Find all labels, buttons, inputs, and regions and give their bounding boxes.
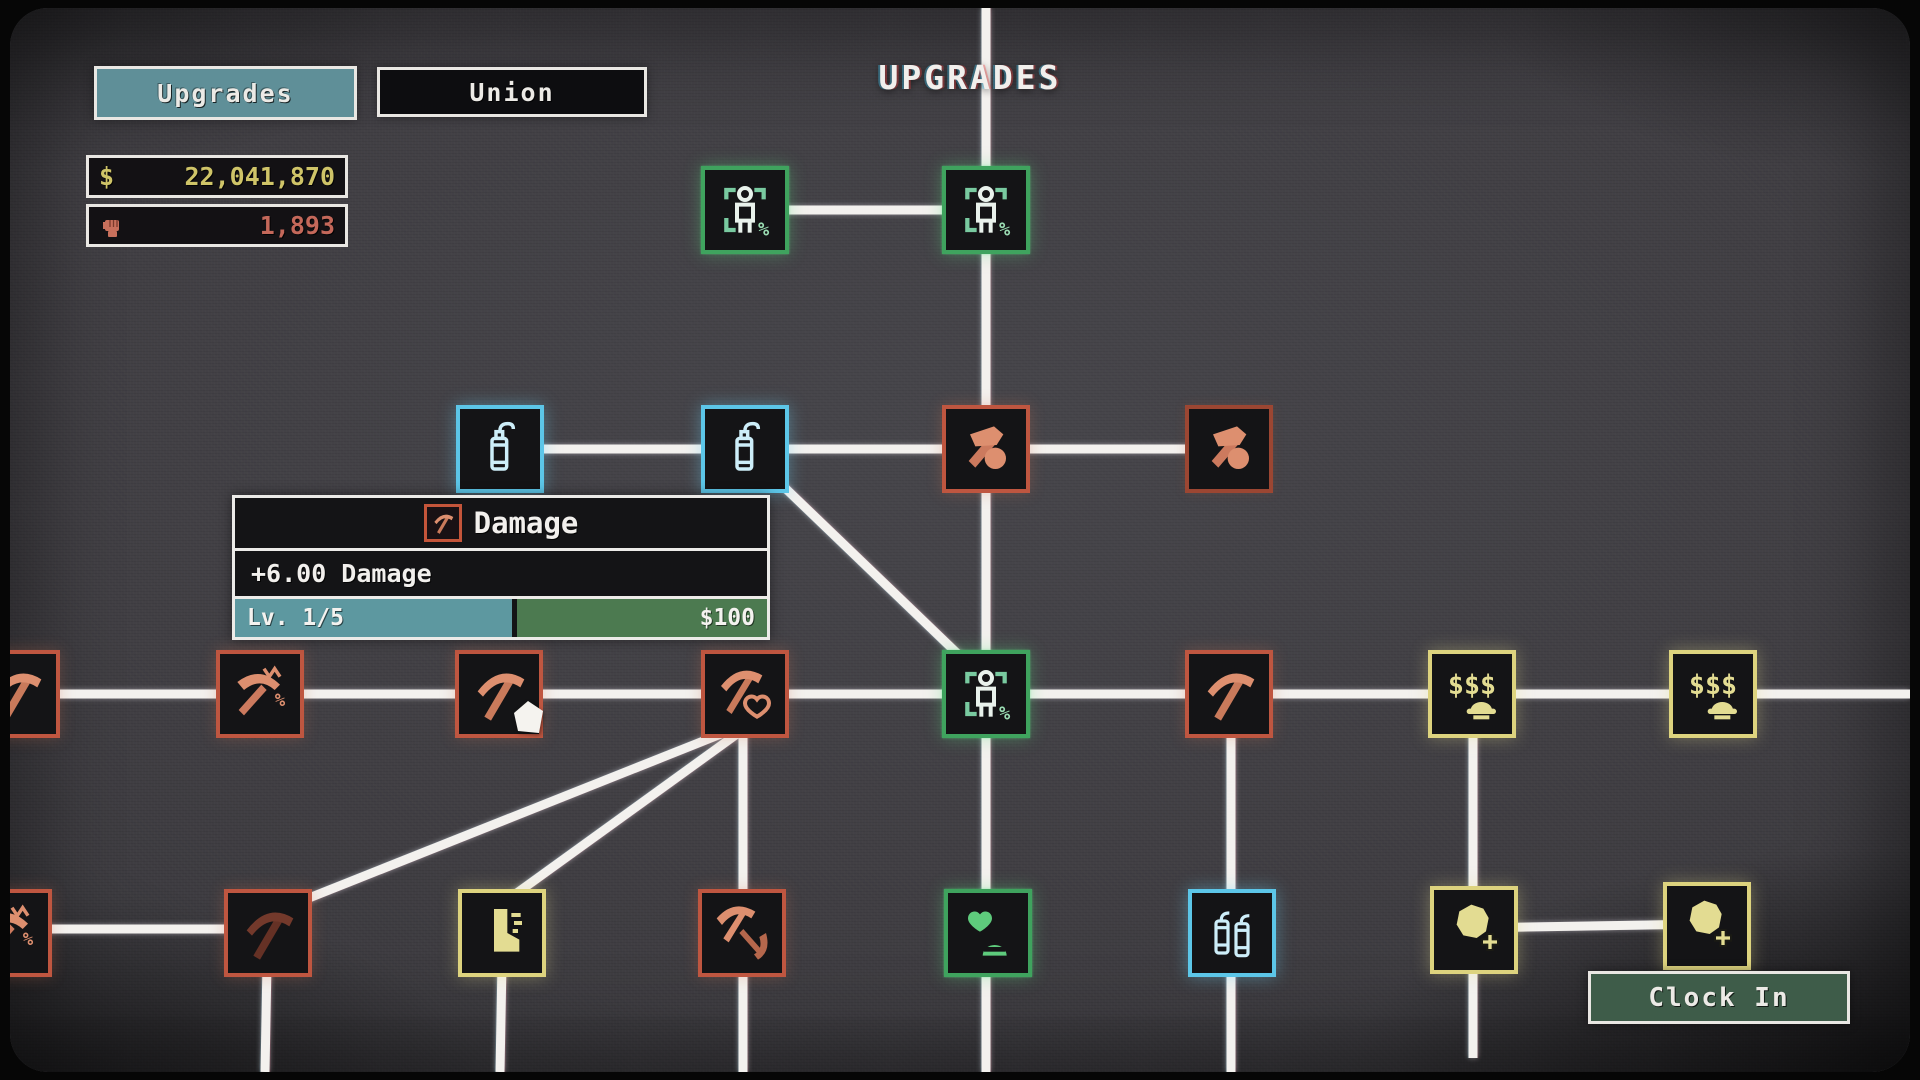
skill-node-crit-pickaxe-edge[interactable] [10, 889, 52, 977]
tooltip-cost: $100 [516, 599, 767, 637]
skill-node-boot-speed[interactable] [458, 889, 546, 977]
tab-upgrades[interactable]: Upgrades [94, 66, 357, 120]
tooltip-title: Damage [473, 506, 579, 540]
double-pickaxe-icon [716, 906, 768, 960]
clock-in-button[interactable]: Clock In [1588, 971, 1850, 1024]
skill-node-double-extinguisher[interactable] [1188, 889, 1276, 977]
heart-pickaxe-icon [719, 668, 771, 719]
upgrade-tooltip: Damage +6.00 Damage Lv. 1/5 $100 [232, 495, 770, 640]
skill-node-nugget-1[interactable] [1430, 886, 1518, 974]
clock-in-label: Clock In [1648, 982, 1790, 1013]
hammer-ball-icon [1211, 426, 1249, 469]
pickaxe-icon [433, 514, 453, 534]
skill-node-extinguisher-1[interactable] [456, 405, 544, 493]
tooltip-progress-bar: Lv. 1/5 $100 [235, 599, 767, 637]
skill-node-crit-pickaxe-1[interactable] [216, 650, 304, 738]
nugget-plus-icon [1688, 899, 1732, 947]
tooltip-effect: +6.00 Damage [235, 551, 767, 596]
tooltip-level: Lv. 1/5 [235, 599, 512, 637]
pickaxe-icon [246, 912, 294, 960]
pickaxe-icon [1207, 673, 1255, 721]
skill-node-workers-hub[interactable] [942, 650, 1030, 738]
worker-icon [713, 178, 777, 242]
page-title: UPGRADES [878, 58, 1062, 97]
skill-node-income-1[interactable] [1428, 650, 1516, 738]
money-value: 22,041,870 [184, 162, 335, 191]
skill-node-workers-top-1[interactable] [701, 166, 789, 254]
dollars-icon [1447, 670, 1497, 720]
boot-icon [494, 909, 522, 952]
worker-icon [954, 178, 1018, 242]
upgrades-screen: % % [10, 8, 1910, 1072]
crit-pickaxe-icon [235, 666, 288, 718]
skill-node-extinguisher-2[interactable] [701, 405, 789, 493]
skill-node-heart-pickaxe[interactable] [701, 650, 789, 738]
skill-node-nugget-2[interactable] [1663, 882, 1751, 970]
tooltip-upgrade-icon-box [423, 504, 462, 542]
money-counter: $ 22,041,870 [86, 155, 348, 198]
skill-node-hammer-2[interactable] [1185, 405, 1273, 493]
tab-union[interactable]: Union [377, 67, 647, 117]
strikes-counter: 1,893 [86, 204, 348, 247]
nugget-plus-icon [1455, 903, 1499, 951]
skill-node-income-2[interactable] [1669, 650, 1757, 738]
skill-node-pickaxe-2[interactable] [1185, 650, 1273, 738]
crit-pickaxe-icon [10, 905, 36, 957]
strikes-value: 1,893 [259, 211, 335, 240]
skill-node-workers-top-2[interactable] [942, 166, 1030, 254]
skill-node-double-pickaxe[interactable] [698, 889, 786, 977]
tab-union-label: Union [469, 77, 555, 107]
skill-node-pickaxe-3[interactable] [224, 889, 312, 977]
skill-node-hammer-1[interactable] [942, 405, 1030, 493]
worker-icon [954, 662, 1018, 726]
heart-head-icon [968, 911, 1007, 956]
skill-node-pickaxe-edge-left[interactable] [10, 650, 60, 738]
skill-node-heart-worker[interactable] [944, 889, 1032, 977]
money-symbol: $ [99, 162, 115, 191]
dollars-icon [1688, 670, 1738, 720]
tab-upgrades-label: Upgrades [157, 78, 294, 108]
game-cursor-icon [514, 701, 543, 733]
fist-icon [102, 218, 120, 238]
hammer-ball-icon [968, 426, 1006, 469]
double-extinguisher-icon [1214, 911, 1251, 958]
tooltip-header: Damage [235, 498, 767, 548]
extinguisher-icon [490, 421, 516, 471]
extinguisher-icon [735, 421, 761, 471]
pickaxe-icon [10, 673, 42, 721]
